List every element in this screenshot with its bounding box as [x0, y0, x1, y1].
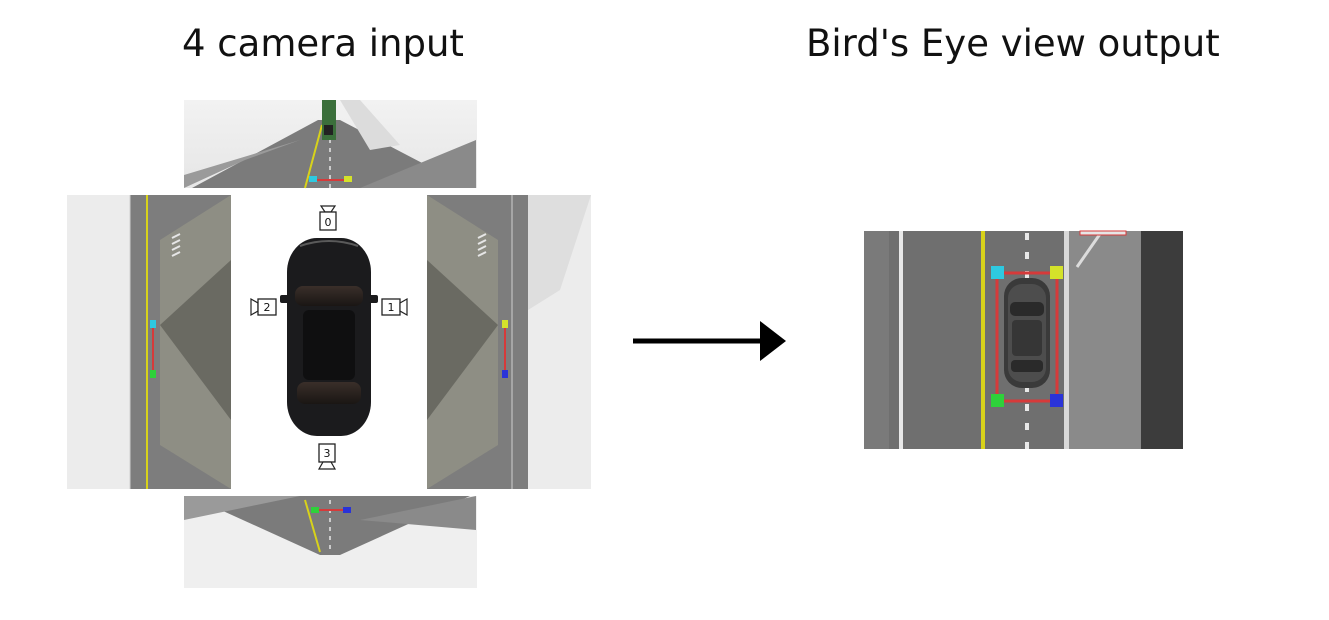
- left-camera-view: [67, 195, 231, 489]
- camera-0-icon: 0: [319, 205, 337, 231]
- marker-green: [991, 394, 1004, 407]
- camera-3-label: 3: [324, 447, 331, 460]
- camera-1-label: 1: [388, 301, 395, 314]
- car-center-panel: 0 1 2 3: [231, 195, 427, 489]
- car-bev-image: [1004, 278, 1050, 388]
- camera-1-icon: 1: [381, 297, 408, 317]
- camera-3-icon: 3: [317, 443, 337, 470]
- camera-2-label: 2: [264, 301, 271, 314]
- car-top-view-image: [280, 238, 378, 436]
- front-camera-view: [184, 100, 477, 189]
- input-panel-title: 4 camera input: [182, 22, 464, 65]
- transform-arrow: [633, 321, 786, 361]
- marker-cyan: [991, 266, 1004, 279]
- camera-input-mosaic: 0 1 2 3: [67, 100, 591, 588]
- right-camera-view: [427, 195, 591, 489]
- birds-eye-view-output: [864, 230, 1183, 449]
- rear-camera-view: [184, 496, 477, 588]
- marker-blue: [1050, 394, 1063, 407]
- output-panel-title: Bird's Eye view output: [806, 22, 1220, 65]
- calibration-rectangle: [991, 266, 1063, 407]
- camera-0-label: 0: [325, 216, 332, 229]
- marker-yellow: [1050, 266, 1063, 279]
- camera-2-icon: 2: [250, 297, 277, 317]
